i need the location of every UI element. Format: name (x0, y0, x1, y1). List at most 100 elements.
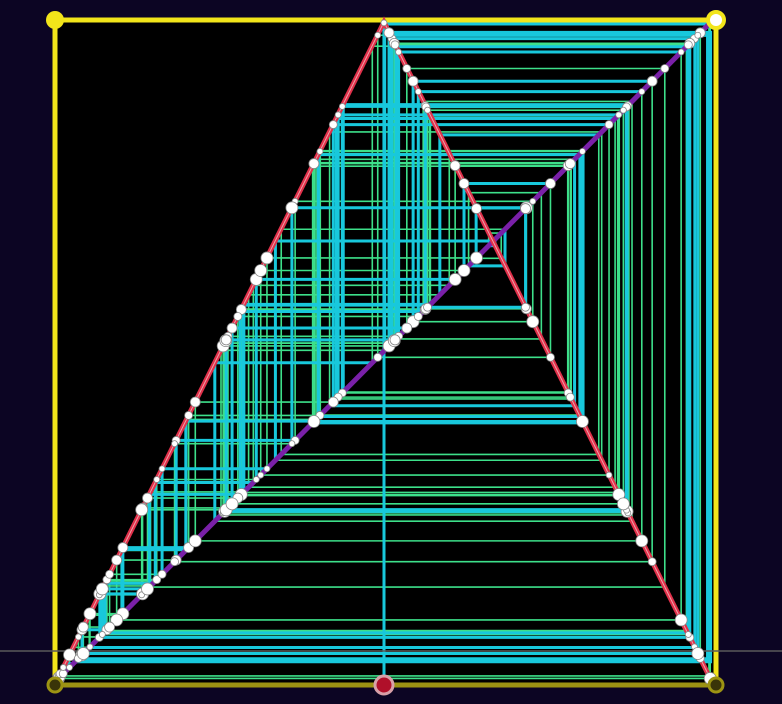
orbit-point-on-map (334, 111, 342, 119)
diagonal-line (55, 20, 713, 682)
orbit-point-on-diagonal (401, 322, 413, 334)
orbit-point-on-diagonal (225, 497, 239, 511)
orbit-point-on-diagonal (529, 197, 537, 205)
orbit-point-on-diagonal (252, 476, 260, 483)
orbit-point-on-map (565, 392, 575, 402)
orbit-point-on-map (111, 554, 123, 566)
orbit-point-on-map (402, 64, 412, 73)
orbit-point-on-map (95, 582, 109, 596)
orbit-point-on-map (380, 19, 388, 27)
orbit-point-on-map (105, 569, 114, 579)
orbit-point-on-map (390, 40, 400, 50)
orbit-point-on-diagonal (104, 621, 115, 633)
orbit-point-on-map (260, 251, 274, 265)
orbit-point-on-map (691, 647, 705, 660)
orbit-point-on-diagonal (683, 40, 693, 50)
bottom-left-corner-handle-icon[interactable] (46, 676, 64, 694)
orbit-point-on-diagonal (448, 273, 462, 286)
orbit-point-on-map (308, 158, 320, 169)
orbit-point-on-map (526, 315, 540, 329)
orbit-point-on-map (647, 557, 657, 567)
orbit-point-on-map (226, 322, 238, 334)
orbit-point-on-map (414, 88, 422, 96)
orbit-point-on-map (328, 120, 338, 129)
orbit-point-on-map (684, 631, 692, 638)
orbit-point-on-map (75, 633, 82, 641)
orbit-point-on-diagonal (288, 440, 296, 448)
top-left-corner-handle-icon[interactable] (46, 11, 64, 29)
orbit-point-on-map (285, 201, 299, 215)
orbit-point-on-diagonal (98, 631, 106, 638)
orbit-point-on-map (605, 471, 613, 479)
orbit-point-on-map (220, 334, 232, 346)
orbit-point-on-map (383, 27, 395, 39)
orbit-point-on-map (458, 178, 470, 189)
orbit-point-on-map (576, 415, 589, 428)
orbit-point-on-map (674, 613, 688, 627)
orbit-point-on-diagonal (615, 111, 623, 119)
orbit-point-on-diagonal (157, 569, 167, 579)
orbit-point-on-map (135, 503, 149, 517)
orbit-point-on-diagonal (327, 396, 339, 408)
orbit-point-on-map (171, 440, 178, 448)
orbit-point-on-diagonal (638, 88, 646, 96)
cobweb-outer-rim (76, 30, 713, 664)
orbit-points (52, 19, 717, 685)
orbit-point-on-diagonal (520, 203, 531, 214)
orbit-point-on-map (77, 621, 89, 633)
orbit-point-on-diagonal (263, 465, 271, 473)
orbit-point-on-map (189, 396, 201, 408)
orbit-point-on-map (158, 465, 166, 473)
orbit-point-on-map (316, 147, 324, 155)
orbit-point-on-map (63, 648, 76, 662)
orbit-point-on-diagonal (58, 669, 68, 679)
orbit-point-on-map (616, 497, 630, 511)
orbit-point-on-diagonal (470, 251, 483, 265)
orbit-point-on-map (117, 542, 129, 553)
orbit-point-on-map (83, 607, 97, 621)
orbit-point-on-map (395, 48, 403, 56)
orbit-point-on-map (233, 312, 243, 321)
orbit-point-on-diagonal (660, 64, 670, 73)
bottom-right-corner-handle-icon[interactable] (707, 676, 725, 694)
orbit-point-on-map (374, 31, 382, 39)
orbit-point-on-map (449, 160, 461, 172)
orbit-point-on-map (471, 203, 482, 214)
orbit-point-on-diagonal (141, 582, 154, 596)
orbit-point-on-map (142, 492, 153, 504)
orbit-point-on-diagonal (619, 106, 627, 114)
orbit-point-on-diagonal (694, 31, 702, 39)
orbit-point-on-diagonal (564, 158, 576, 169)
orbit-point-on-map (424, 106, 431, 114)
frame-handles[interactable] (46, 10, 726, 696)
orbit-point-on-diagonal (188, 534, 202, 548)
orbit-point-on-diagonal (257, 471, 265, 479)
orbit-point-on-diagonal (457, 264, 471, 277)
orbit-point-on-map (521, 302, 530, 312)
orbit-point-on-diagonal (307, 415, 321, 428)
orbit-point-on-diagonal (389, 334, 401, 346)
orbit-point-on-map (546, 352, 555, 362)
orbit-point-on-map (184, 411, 194, 420)
orbit-point-on-diagonal (545, 178, 556, 189)
orbit-point-on-map (59, 664, 67, 671)
orbit-point-on-map (254, 264, 268, 277)
orbit-point-on-map (407, 75, 419, 87)
orbit-point-on-map (635, 534, 649, 548)
orbit-point-on-diagonal (423, 302, 432, 312)
orbit-point-on-diagonal (373, 352, 383, 362)
orbit-point-on-diagonal (110, 613, 124, 627)
top-right-corner-handle-icon[interactable] (706, 10, 726, 30)
orbit-point-on-diagonal (76, 647, 90, 660)
orbit-point-on-diagonal (170, 557, 179, 567)
start-value-handle-icon[interactable] (373, 674, 395, 696)
orbit-point-on-map (153, 476, 161, 483)
orbit-point-on-diagonal (646, 75, 658, 87)
orbit-point-on-diagonal (152, 575, 162, 585)
orbit-point-on-diagonal (86, 643, 94, 651)
orbit-point-on-diagonal (413, 312, 423, 321)
orbit-point-on-diagonal (66, 664, 73, 671)
orbit-point-on-diagonal (579, 147, 586, 155)
